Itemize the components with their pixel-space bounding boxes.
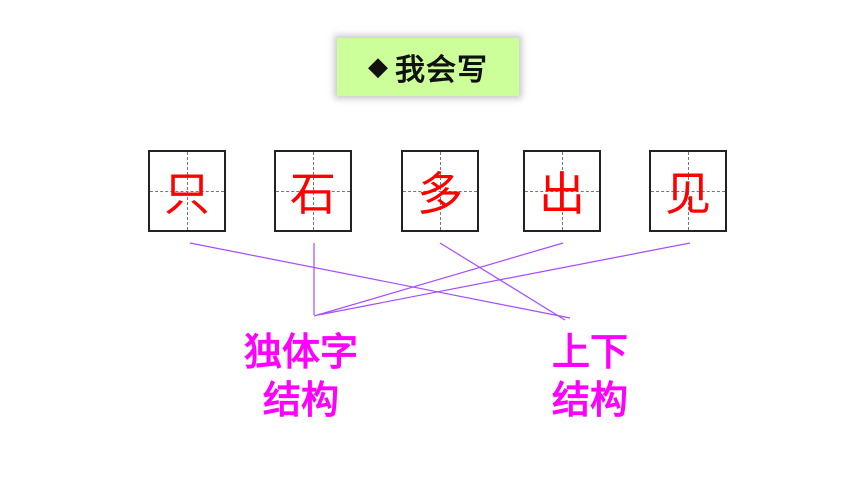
- category-line: 独体字: [243, 330, 358, 374]
- category-top-bottom: 上下 结构: [530, 328, 650, 424]
- char-box-5: 见: [649, 150, 727, 232]
- character: 出: [539, 167, 585, 221]
- category-line: 结构: [551, 378, 628, 422]
- char-box-3: 多: [401, 150, 479, 232]
- match-line: [317, 242, 691, 316]
- match-line: [439, 242, 566, 321]
- category-line: 结构: [262, 378, 339, 422]
- char-box-2: 石: [274, 150, 352, 232]
- character: 只: [164, 167, 210, 221]
- match-line: [313, 242, 564, 317]
- character: 见: [665, 167, 711, 221]
- diamond-bullet-icon: ◆: [368, 52, 389, 82]
- title-banner: ◆ 我会写: [337, 38, 519, 96]
- char-box-1: 只: [148, 150, 226, 232]
- match-line: [189, 242, 571, 319]
- char-box-4: 出: [523, 150, 601, 232]
- category-single: 独体字 结构: [226, 328, 376, 424]
- title-text: 我会写: [395, 53, 488, 88]
- character: 石: [290, 167, 336, 221]
- category-line: 上下: [551, 330, 628, 374]
- character: 多: [417, 167, 463, 221]
